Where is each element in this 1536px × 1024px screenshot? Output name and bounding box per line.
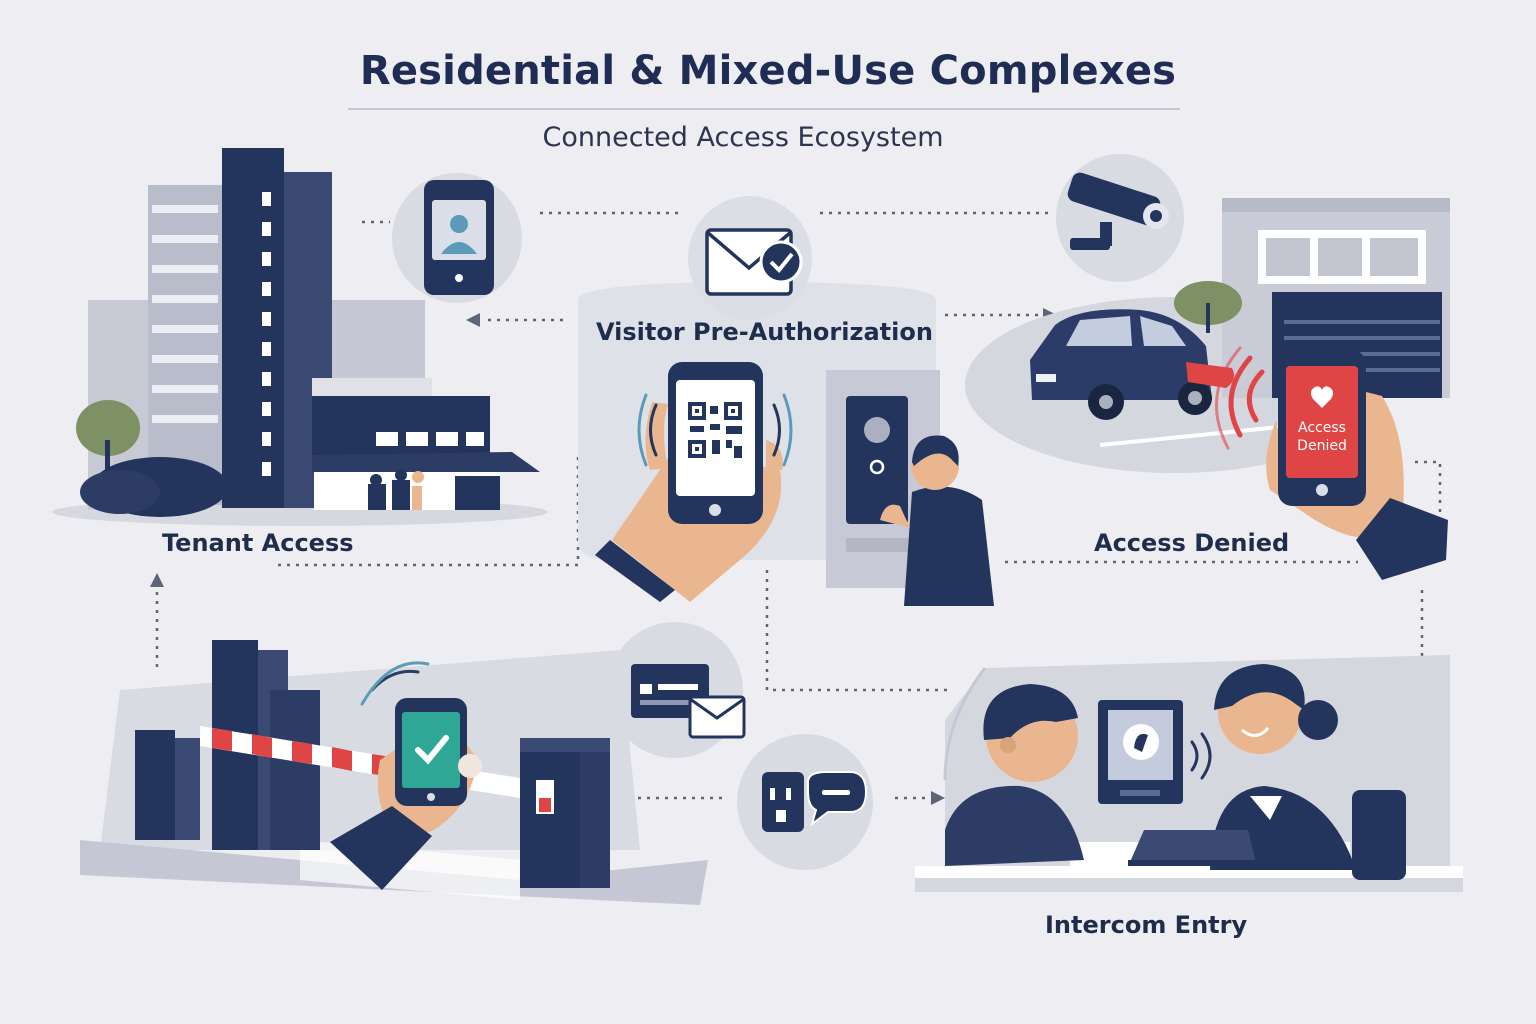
resident-man [945,684,1084,866]
visitor-preauth-label: Visitor Pre-Authorization [596,318,933,346]
page-subtitle: Connected Access Ecosystem [542,122,944,153]
intercom-entry-label: Intercom Entry [1045,911,1248,939]
denied-signal-waves [1215,346,1265,450]
denied-phone-hand [1266,350,1448,580]
denied-screen-text: Access Denied [1289,419,1355,455]
confirm-phone-hand [330,661,482,890]
visitor-person [880,435,994,606]
smartphone-user-icon [392,173,522,303]
envelope-check-icon [688,196,812,320]
security-camera-icon [1056,154,1184,282]
id-card-envelope-icon [607,622,746,758]
denied-screen-line2: Denied [1297,438,1347,454]
tenant-access-label: Tenant Access [162,529,354,557]
laptop-icon [1128,830,1260,866]
intercom-screen-icon [1098,700,1183,804]
tenant-building-scene [52,148,548,526]
checkmark-icon [415,735,449,765]
denied-screen-line1: Access [1298,420,1346,436]
car-icon [1030,309,1234,420]
speaker-waves-icon [1190,732,1212,780]
qr-phone-hand [595,362,793,602]
page-title: Residential & Mixed-Use Complexes [359,48,1177,94]
access-denied-label: Access Denied [1094,529,1290,557]
chat-bubble-icon [737,734,873,870]
